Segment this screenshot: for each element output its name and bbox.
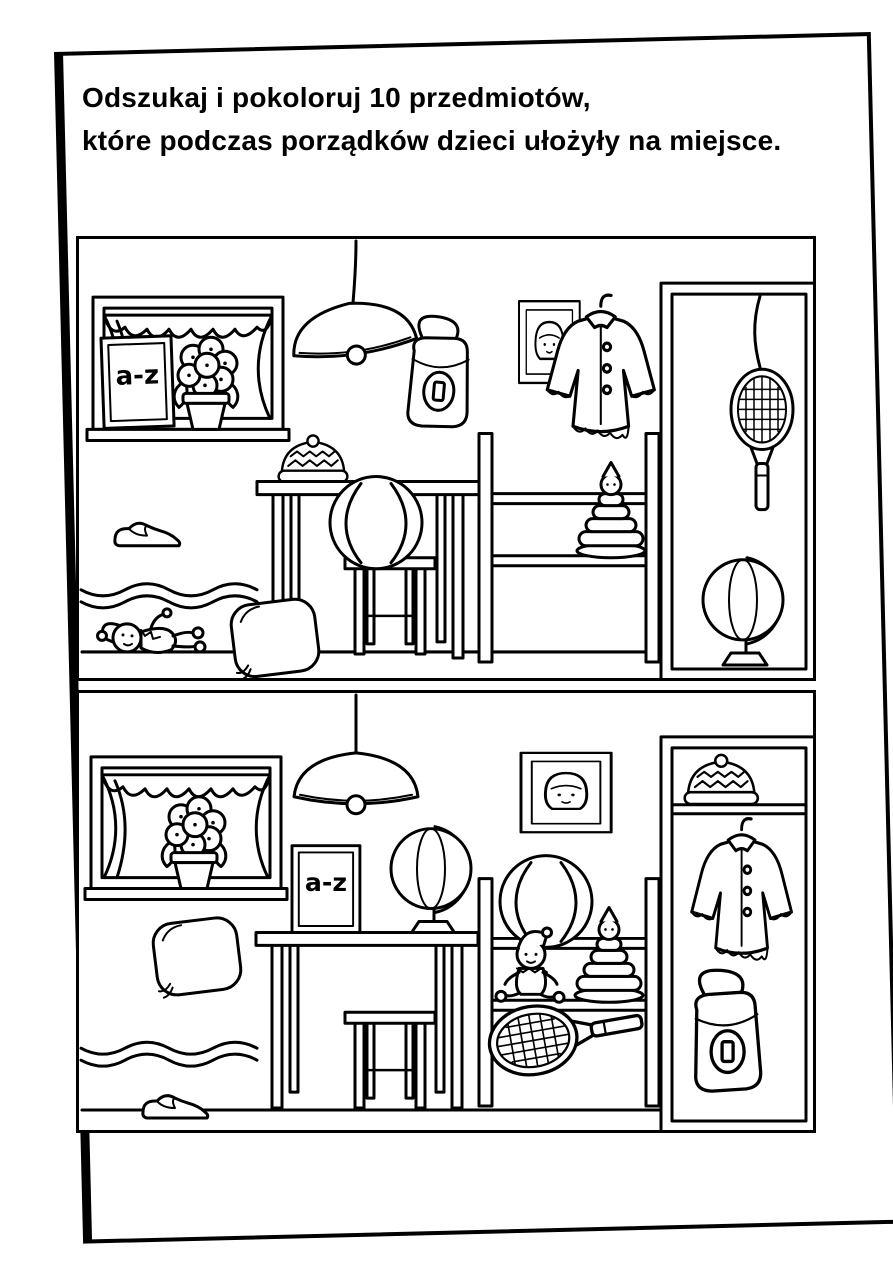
racket-hanging-cord [753, 294, 762, 369]
wall-trim-wavy-line [79, 594, 259, 610]
lamp-cord [351, 239, 358, 305]
wall-trim-wavy-line [79, 1052, 259, 1068]
stool [343, 1010, 437, 1110]
page-title: Odszukaj i pokoloruj 10 przedmiotów, któ… [82, 76, 822, 163]
instruction-line-1: Odszukaj i pokoloruj 10 przedmiotów, [82, 82, 591, 113]
ring-stack-toy [575, 461, 647, 560]
stool [343, 556, 437, 656]
scene-top-messy-room [76, 236, 816, 681]
ceiling-lamp [286, 293, 421, 375]
alphabet-book [290, 844, 362, 935]
ceiling-lamp [292, 751, 420, 816]
globe [389, 825, 473, 935]
wardrobe-shelf [670, 803, 808, 816]
pillow [227, 595, 323, 678]
beach-ball [328, 475, 424, 571]
pillow [149, 914, 245, 1000]
rag-doll [95, 607, 207, 655]
messy-room-drawing [79, 239, 813, 678]
wall-trim-wavy-line [79, 1040, 259, 1056]
school-bag [405, 313, 477, 432]
scene-bottom-tidy-room [76, 690, 816, 1133]
wall-trim-wavy-line [79, 582, 259, 598]
picture-frame [519, 751, 613, 834]
shoe [141, 1094, 210, 1120]
instruction-line-2: które podczas porządków dzieci ułożyły n… [82, 125, 782, 157]
alphabet-book [99, 334, 176, 430]
shoe [113, 521, 182, 548]
tidy-room-drawing [79, 693, 813, 1130]
beanie-hat [277, 434, 349, 484]
